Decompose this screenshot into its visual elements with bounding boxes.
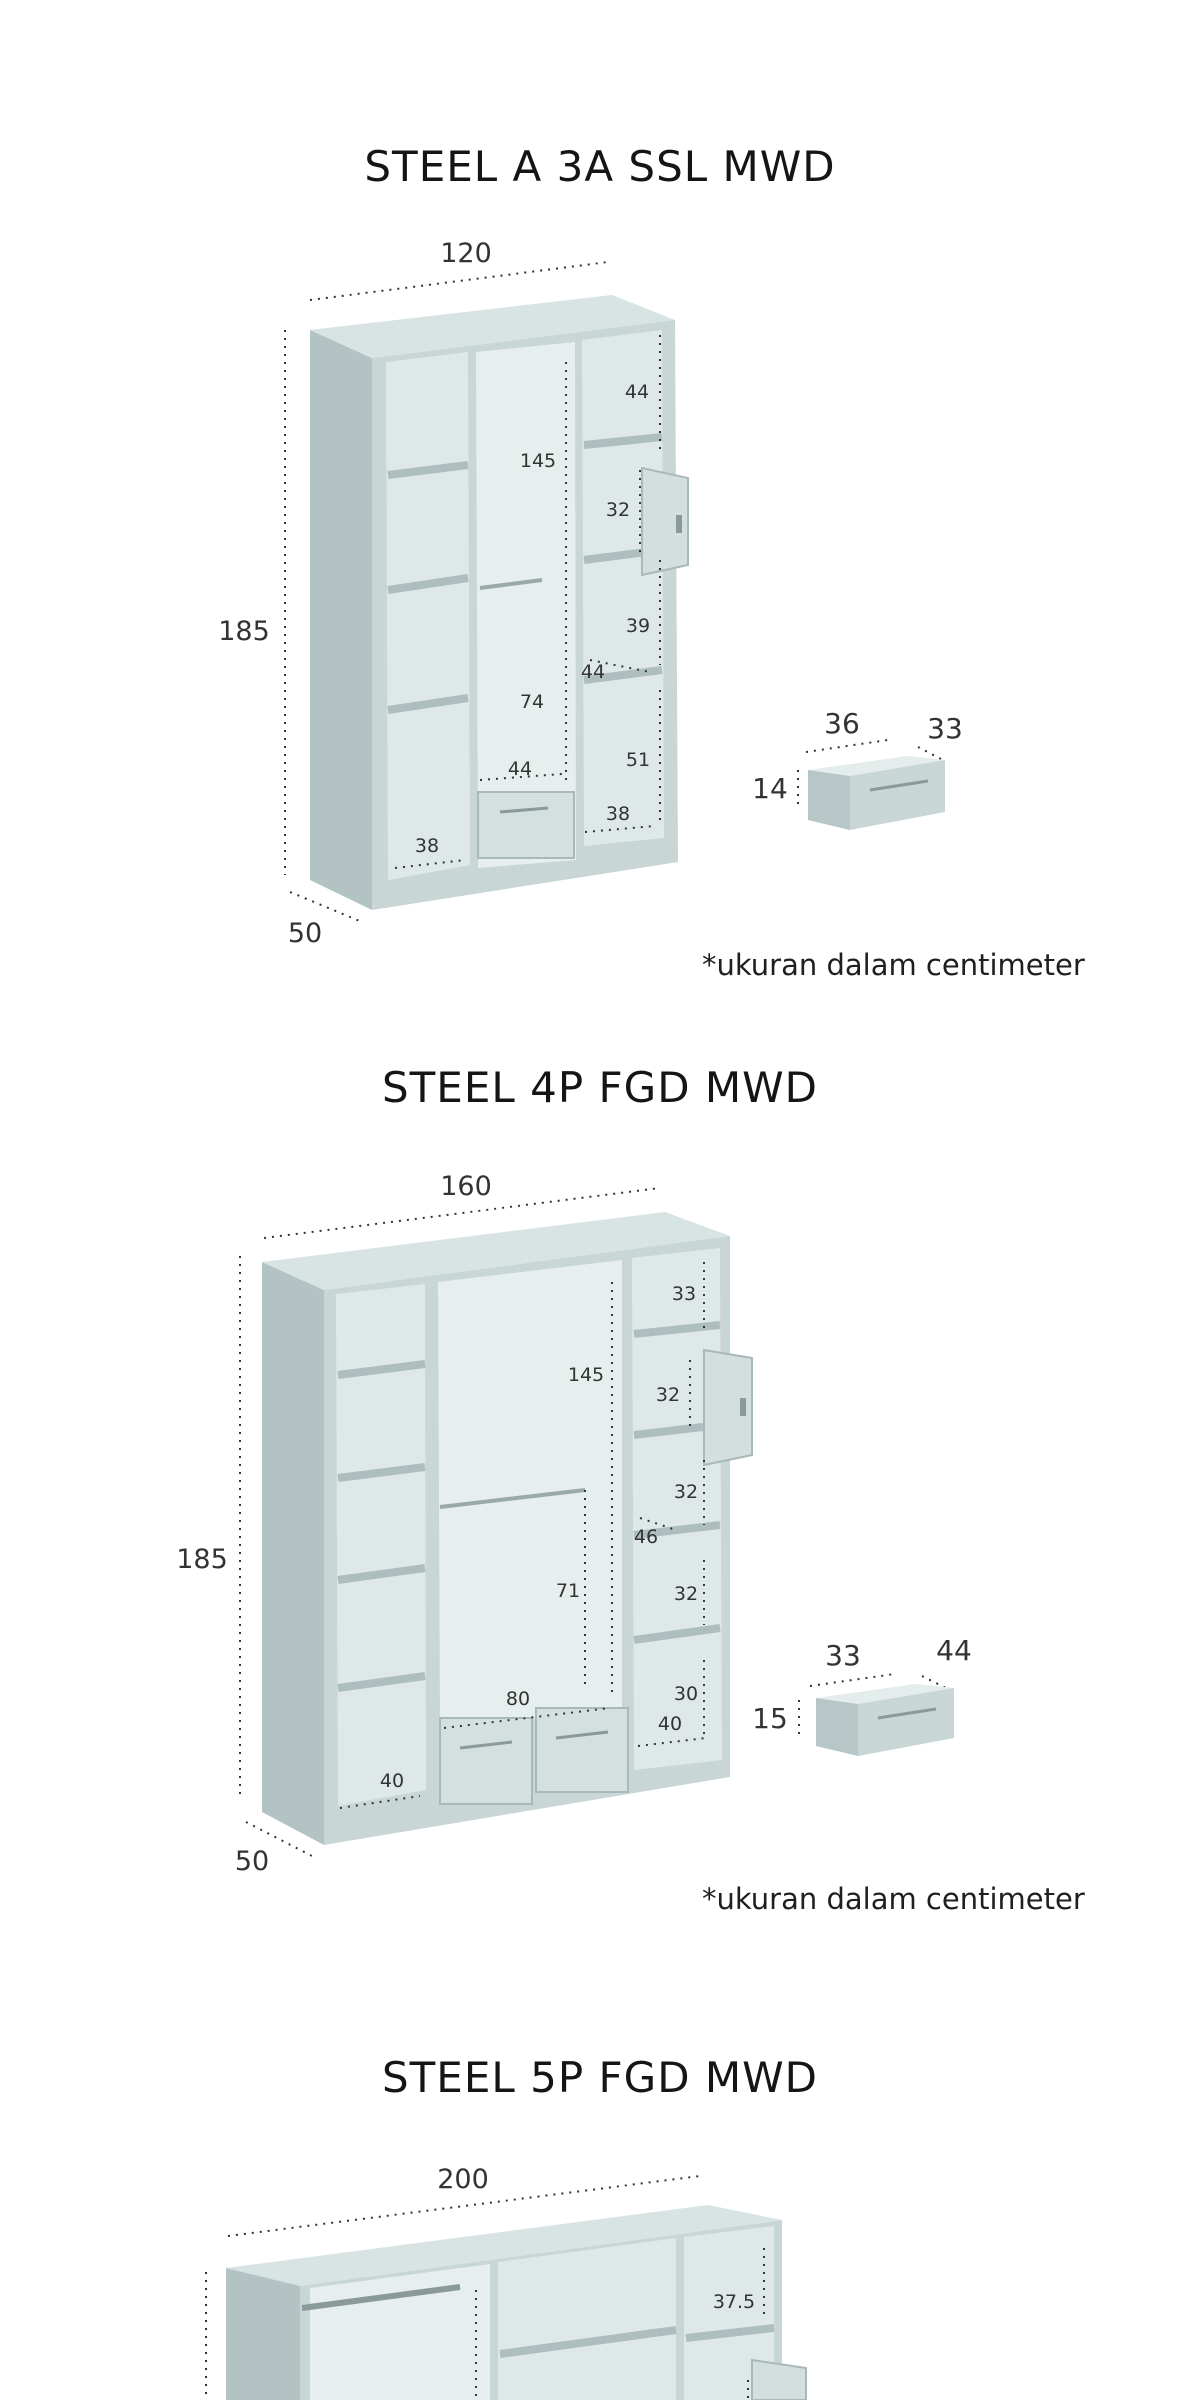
product-2-inner-label: 46 <box>634 1526 658 1548</box>
product-3-width-label: 200 <box>437 2164 489 2195</box>
product-1-width-label: 120 <box>440 238 492 269</box>
product-1-drawer-width-label: 36 <box>824 707 860 740</box>
product-1-depth-label: 50 <box>288 918 322 949</box>
product-1-unit-note: *ukuran dalam centimeter <box>702 948 1085 982</box>
product-1-inner-label: 44 <box>581 661 605 683</box>
product-3-diagram: 200 37.5 <box>205 2164 807 2400</box>
product-1-inner-label: 51 <box>626 749 650 771</box>
product-1-inner-label: 38 <box>606 803 630 825</box>
product-1-drawer-height-label: 14 <box>752 772 788 805</box>
product-1-inner-label: 32 <box>606 499 630 521</box>
product-2-inner-label: 40 <box>380 1770 404 1792</box>
product-2-inner-label: 32 <box>674 1481 698 1503</box>
product-2-title: STEEL 4P FGD MWD <box>381 1063 819 1112</box>
product-2-width-label: 160 <box>440 1171 492 1202</box>
product-2-unit-note: *ukuran dalam centimeter <box>702 1882 1085 1916</box>
product-2-inner-label: 33 <box>672 1283 696 1305</box>
product-2-inner-label: 30 <box>674 1683 698 1705</box>
product-1-cabinet <box>310 295 689 910</box>
product-2-inner-label: 40 <box>658 1713 682 1735</box>
product-1-inner-label: 38 <box>415 835 439 857</box>
product-2-depth-label: 50 <box>235 1846 269 1877</box>
product-1-drawer <box>808 756 945 830</box>
product-2-drawer-depth-label: 44 <box>936 1634 972 1667</box>
product-2-inner-label: 32 <box>674 1583 698 1605</box>
product-2-drawer <box>816 1684 954 1756</box>
product-2-diagram: 160 185 50 33 145 32 32 46 71 32 30 80 4… <box>176 1171 972 1877</box>
product-1-height-label: 185 <box>218 616 270 647</box>
product-2-inner-label: 32 <box>656 1384 680 1406</box>
product-2-height-label: 185 <box>176 1544 228 1575</box>
product-1-inner-label: 145 <box>520 450 556 472</box>
product-2-drawer-width-label: 33 <box>825 1639 861 1672</box>
product-2-inner-label: 80 <box>506 1688 530 1710</box>
product-2-inner-label: 71 <box>556 1580 580 1602</box>
product-2-drawer-height-label: 15 <box>752 1702 788 1735</box>
product-1-dimension-lines <box>284 261 944 923</box>
product-3-inner-label: 37.5 <box>713 2291 755 2313</box>
product-1-drawer-depth-label: 33 <box>927 712 963 745</box>
product-2-dimension-lines <box>239 1187 951 1857</box>
product-1-inner-label: 39 <box>626 615 650 637</box>
product-1-diagram: 120 185 50 44 145 32 39 44 74 51 44 38 3… <box>218 238 963 949</box>
product-1-title: STEEL A 3A SSL MWD <box>364 142 836 191</box>
product-3-cabinet <box>226 2205 807 2400</box>
product-3-title: STEEL 5P FGD MWD <box>381 2053 819 2102</box>
product-3-dimension-lines <box>205 2175 765 2400</box>
product-1-inner-label: 74 <box>520 691 544 713</box>
product-2-cabinet <box>262 1212 753 1845</box>
product-1-inner-label: 44 <box>625 381 649 403</box>
product-1-inner-label: 44 <box>508 758 532 780</box>
product-2-inner-label: 145 <box>568 1364 604 1386</box>
